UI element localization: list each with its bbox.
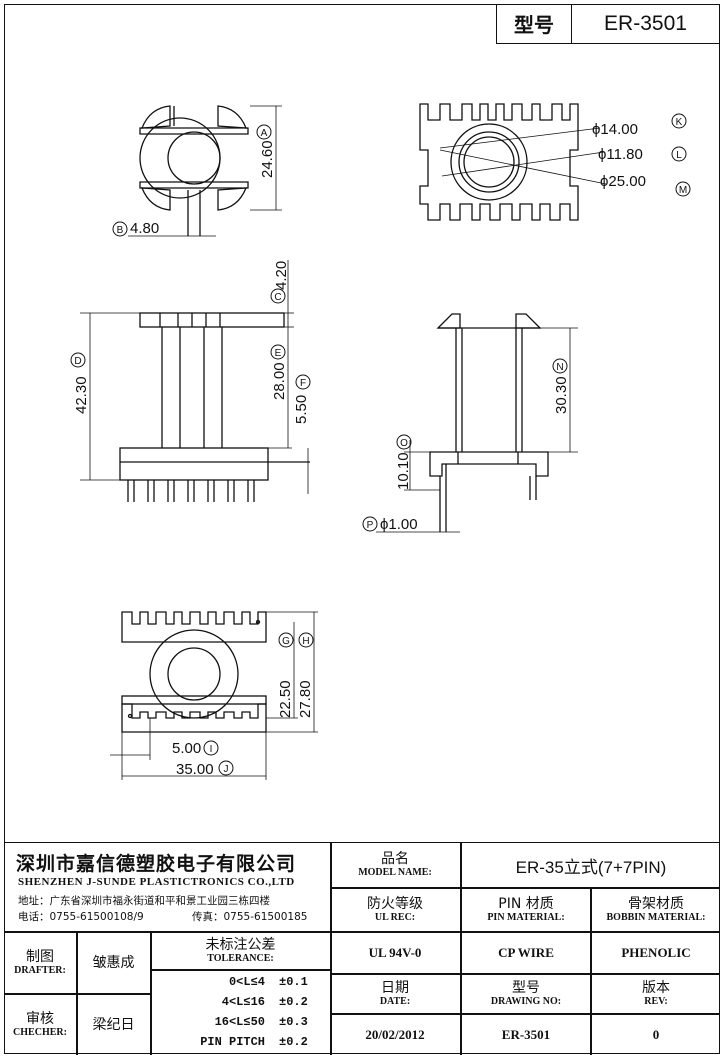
tolerance-table: 0<L≤4±0.1 4<L≤16±0.2 16<L≤50±0.3 PIN PIT… [151,971,330,1055]
type-label: 型号 [497,4,572,43]
dim-b-mark: B [117,225,124,236]
dim-b-value: 4.80 [130,220,159,237]
dim-d-mark: D [74,356,81,367]
dim-p-mark: P [367,520,374,531]
dim-n-value: 30.30 [553,376,570,414]
rev-label: 版本 REV: [642,979,670,1007]
rev-value: 0 [652,1026,660,1042]
pin-material-value: CP WIRE [498,944,554,960]
model-name-value: ER-35立式(7+7PIN) [515,857,667,877]
dim-i-mark: I [210,744,213,755]
dim-p-value: ϕ1.00 [380,516,418,533]
dim-i-value: 5.00 [172,740,201,757]
dim-k-value: ϕ14.00 [592,121,638,138]
company-fax: 传真：0755-61500185 [192,911,308,923]
dim-k-mark: K [676,117,683,128]
date-value: 20/02/2012 [365,1026,425,1042]
bobbin-material-value: PHENOLIC [621,944,691,960]
tolerance-row: 16<L≤50±0.3 [214,1015,308,1029]
drawing-no-value: ER-3501 [501,1026,551,1042]
model-name-label: 品名 MODEL NAME: [358,851,432,878]
dim-l-mark: L [676,150,682,161]
dim-f-value: 5.50 [293,395,310,424]
dim-d-value: 42.30 [73,376,90,414]
ul-rec-value: UL 94V-0 [368,944,422,960]
checker-value: 梁纪日 [92,1016,135,1033]
dim-m-value: ϕ25.00 [600,173,646,190]
date-label: 日期 DATE: [379,979,411,1007]
dim-e-mark: E [275,348,282,359]
pin-material-label: PIN 材质 PIN MATERIAL: [487,895,565,923]
dim-m-mark: M [679,185,687,196]
title-number-box: 型号 ER-3501 [496,4,720,44]
dim-o-mark: O [400,438,408,449]
tolerance-row: 0<L≤4±0.1 [228,975,308,989]
dim-l-value: ϕ11.80 [598,146,643,163]
dim-a-value: 24.60 [259,140,276,178]
dim-c-mark: C [274,292,281,303]
tolerance-row: PIN PITCH±0.2 [200,1035,308,1049]
type-value: ER-3501 [604,11,687,35]
checker-label: 审核 CHECHER: [13,1010,67,1038]
dim-h-value: 27.80 [297,680,314,718]
bobbin-material-label: 骨架材质 BOBBIN MATERIAL: [606,895,706,923]
dim-j-value: 35.00 [176,761,214,778]
ul-rec-label: 防火等级 UL REC: [367,895,423,923]
company-phone: 电话：0755-61500108/9 [18,911,144,923]
dim-g-mark: G [282,636,290,647]
dim-o-value: 10.10 [395,452,412,490]
dim-f-mark: F [300,378,306,389]
dim-g-value: 22.50 [277,680,294,718]
side-view [376,313,578,533]
tolerance-label: 未标注公差 TOLERANCE: [205,936,276,964]
drawing-no-label: 型号 DRAWING NO: [490,979,562,1007]
title-block: 深圳市嘉信德塑胶电子有限公司 SHENZHEN J-SUNDE PLASTICT… [4,842,720,1055]
dim-a-mark: A [261,128,268,139]
end-view [419,103,607,221]
company-address: 地址：广东省深圳市福永街道和平和景工业园三栋四楼 [18,895,270,907]
company-name-cn: 深圳市嘉信德塑胶电子有限公司 [16,853,297,875]
bottom-view [110,611,318,780]
drafter-value: 皱惠成 [92,954,135,971]
front-view [80,260,310,502]
dim-e-value: 28.00 [271,362,288,400]
company-name-en: SHENZHEN J-SUNDE PLASTICTRONICS CO.,LTD [18,876,295,888]
tolerance-row: 4<L≤16±0.2 [221,995,308,1009]
top-view [128,105,282,237]
dim-j-mark: J [224,764,229,775]
technical-drawing: 24.60 A B 4.80 ϕ14.00 K ϕ11.80 L ϕ25.00 … [70,103,691,780]
dim-c-value: 4.20 [273,261,290,290]
dim-n-mark: N [556,362,563,373]
drafter-label: 制图 DRAFTER: [14,948,66,976]
dim-h-mark: H [302,636,309,647]
drawing-frame [4,4,720,1054]
